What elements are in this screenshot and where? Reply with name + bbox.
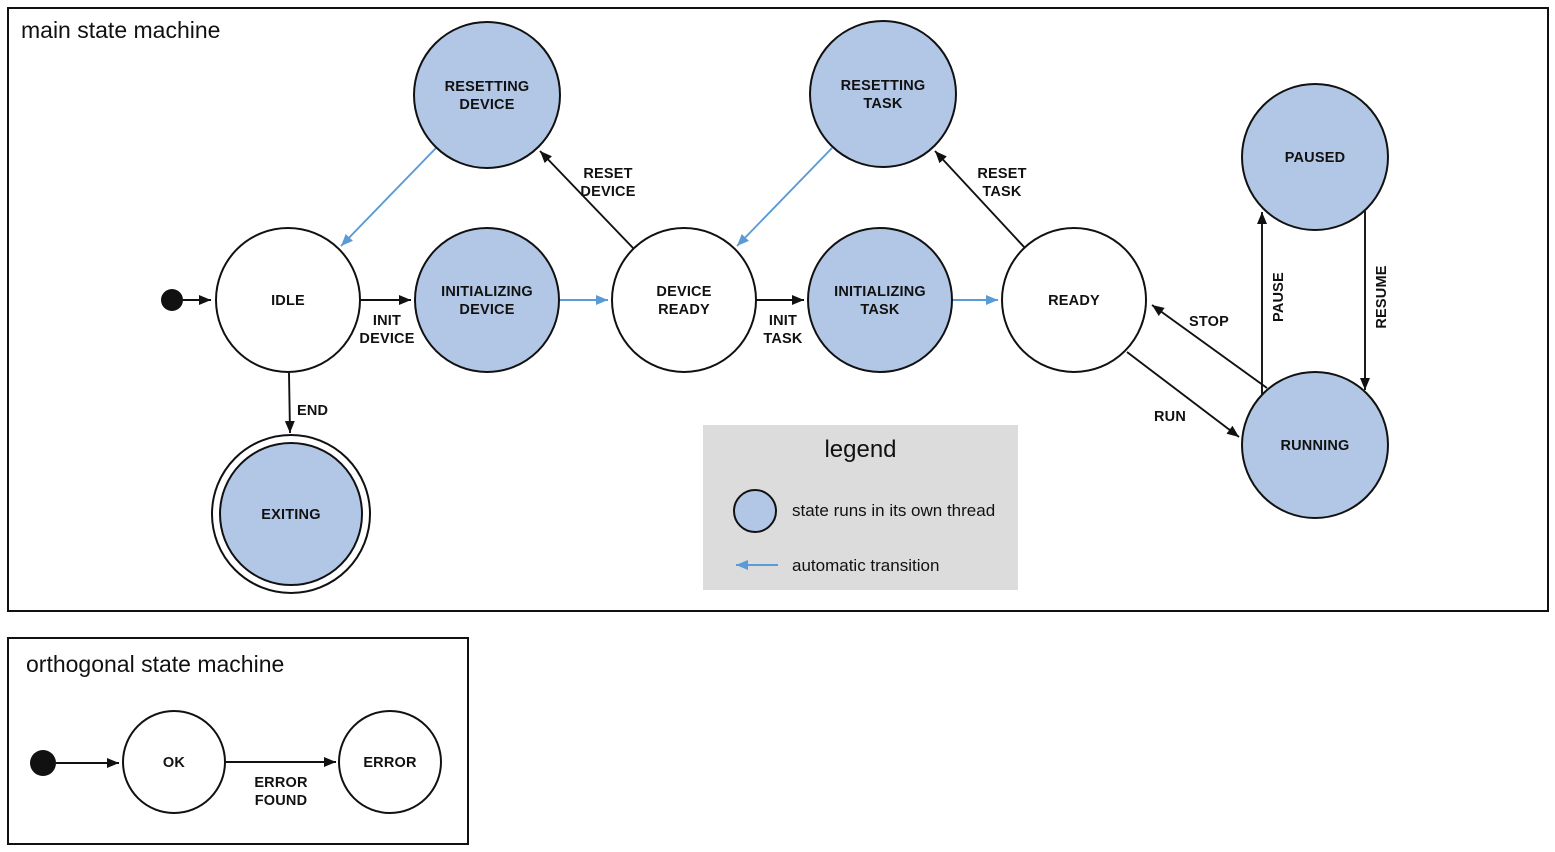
transition-ready-to-resetting-task [934, 150, 1026, 249]
transition-label-idle-to-exiting: END [297, 403, 328, 419]
state-ok-label: OK [163, 755, 185, 771]
state-error: ERROR [338, 710, 442, 814]
legend [703, 425, 1018, 590]
orthogonal-machine-title: orthogonal state machine [26, 651, 285, 677]
orthogonal-machine-frame [7, 637, 469, 845]
state-running-label: RUNNING [1280, 438, 1349, 454]
state-ready: READY [1001, 227, 1147, 373]
state-resetting-task-circle [809, 20, 957, 168]
transition-label-paused-to-running: RESUME [1374, 265, 1390, 328]
state-resetting-device-circle [413, 21, 561, 169]
state-paused-label: PAUSED [1285, 150, 1346, 166]
state-exiting-circle [219, 442, 363, 586]
state-ok: OK [122, 710, 226, 814]
state-exiting-label: EXITING [261, 507, 320, 523]
state-error-label: ERROR [363, 755, 417, 771]
state-paused: PAUSED [1241, 83, 1389, 231]
state-ok-circle [122, 710, 226, 814]
transition-label-ready-to-running: RUN [1154, 409, 1186, 425]
legend-auto-label: automatic transition [792, 556, 940, 575]
state-idle-circle [215, 227, 361, 373]
transition-ready-to-running [1126, 351, 1240, 438]
state-error-circle [338, 710, 442, 814]
transition-running-to-ready [1151, 304, 1268, 389]
main-machine-frame [7, 7, 1549, 612]
state-running: RUNNING [1241, 371, 1389, 519]
state-idle-label: IDLE [271, 293, 305, 309]
state-initializing-task-circle [807, 227, 953, 373]
legend-title: legend [824, 436, 897, 463]
state-initializing-device-circle [414, 227, 560, 373]
state-running-circle [1241, 371, 1389, 519]
state-ready-circle [1001, 227, 1147, 373]
legend-thread-state-sample [733, 489, 777, 533]
state-paused-circle [1241, 83, 1389, 231]
main-machine-title: main state machine [21, 17, 221, 43]
state-exiting: EXITING [211, 434, 371, 594]
transition-resetting-device-to-idle [340, 147, 437, 247]
orthogonal-machine-initial-state-dot [30, 750, 56, 776]
transition-device-ready-to-resetting-device [539, 150, 635, 250]
state-device-ready-circle [611, 227, 757, 373]
transition-label-running-to-ready: STOP [1189, 314, 1229, 330]
state-idle: IDLE [215, 227, 361, 373]
transition-label-running-to-paused: PAUSE [1271, 272, 1287, 322]
state-ready-label: READY [1048, 293, 1100, 309]
main-machine-initial-state-dot [161, 289, 183, 311]
legend-thread-label: state runs in its own thread [792, 501, 996, 520]
transition-resetting-task-to-device-ready [736, 147, 833, 247]
transition-idle-to-exiting [284, 372, 295, 434]
